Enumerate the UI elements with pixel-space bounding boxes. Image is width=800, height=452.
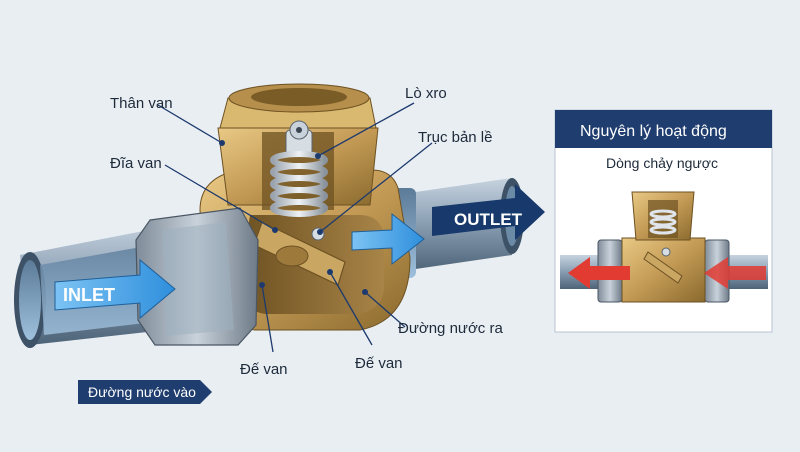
outlet-flow-arrow: [432, 184, 545, 240]
label-dia-van: Đĩa van: [110, 155, 162, 172]
mini-valve: [560, 191, 768, 303]
inlet-nut: [135, 207, 259, 346]
label-de-van-left: Đế van: [240, 361, 288, 378]
inlet-flow-arrow: [54, 258, 176, 320]
spring: [270, 120, 328, 217]
leader-lines: [157, 102, 433, 353]
label-lo-xro: Lò xro: [405, 85, 447, 102]
label-duong-nuoc-ra: Đường nước ra: [398, 320, 503, 337]
inlet-caption: [78, 380, 212, 404]
label-truc-ban-le: Trục bản lề: [418, 129, 492, 146]
body-flow-arrow: [351, 212, 425, 266]
panel-subtitle: Dòng chảy ngược: [606, 155, 718, 171]
inlet-text: INLET: [63, 285, 115, 305]
mini-disc: [643, 251, 683, 284]
label-de-van-right: Đế van: [355, 355, 403, 372]
inlet-caption-text: Đường nước vào: [88, 384, 196, 400]
reverse-flow-arrow-right: [704, 257, 766, 289]
label-than-van: Thân van: [110, 95, 173, 112]
panel-title: Nguyên lý hoạt động: [580, 123, 727, 140]
reverse-flow-arrow-left: [568, 257, 630, 289]
panel-header: [555, 110, 772, 148]
outlet-text: OUTLET: [454, 210, 523, 229]
